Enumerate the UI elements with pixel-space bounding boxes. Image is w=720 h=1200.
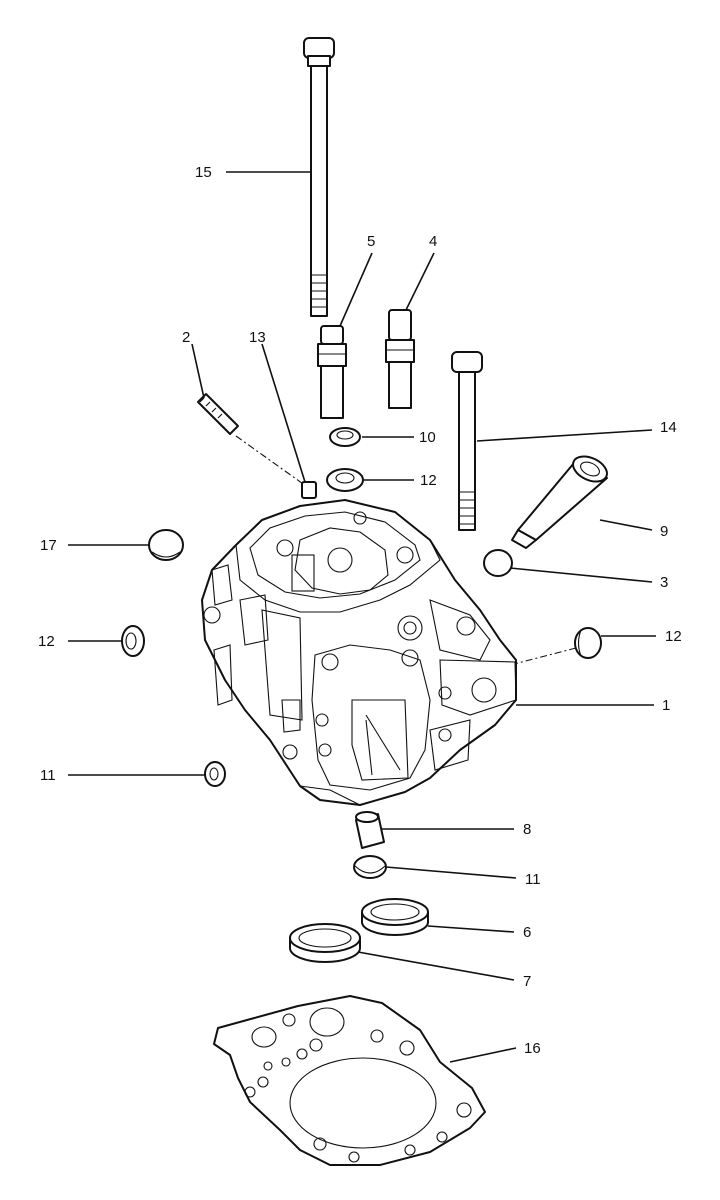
label-17: 17 xyxy=(40,537,57,554)
label-2: 2 xyxy=(182,329,190,346)
part-4-valve-guide xyxy=(385,309,415,409)
label-9: 9 xyxy=(660,523,668,540)
part-12-ring-left xyxy=(121,625,145,657)
part-3-plug xyxy=(483,549,513,577)
label-1: 1 xyxy=(662,697,670,714)
label-14: 14 xyxy=(660,419,677,436)
label-12-right: 12 xyxy=(665,628,682,645)
label-8: 8 xyxy=(523,821,531,838)
part-13-dowel xyxy=(301,481,317,499)
label-7: 7 xyxy=(523,973,531,990)
part-14-short-bolt xyxy=(451,351,483,531)
part-12-seal-ring-upper xyxy=(326,468,364,492)
part-15-long-bolt xyxy=(303,37,335,317)
part-12-plug-right xyxy=(574,627,602,659)
part-17-cap xyxy=(148,529,184,561)
label-10: 10 xyxy=(419,429,436,446)
label-12-upper: 12 xyxy=(420,472,437,489)
label-11-lower: 11 xyxy=(525,871,541,888)
label-3: 3 xyxy=(660,574,668,591)
part-2-stud xyxy=(197,393,239,435)
part-8-nozzle xyxy=(355,811,385,849)
label-13: 13 xyxy=(249,329,266,346)
label-11-left: 11 xyxy=(40,767,56,784)
leader-lines xyxy=(68,171,656,1063)
part-1-cylinder-head xyxy=(201,499,517,806)
part-16-head-gasket xyxy=(213,995,486,1166)
part-11-ring-lower xyxy=(353,855,387,879)
label-4: 4 xyxy=(429,233,437,250)
label-5: 5 xyxy=(367,233,375,250)
label-12-left: 12 xyxy=(38,633,55,650)
label-6: 6 xyxy=(523,924,531,941)
part-9-injector-sleeve xyxy=(511,455,608,549)
label-16: 16 xyxy=(524,1040,541,1057)
label-15: 15 xyxy=(195,164,212,181)
part-11-ring-left xyxy=(204,761,226,787)
part-10-seal-ring xyxy=(329,427,361,447)
part-7-seal-ring xyxy=(289,923,361,963)
part-6-seal-ring xyxy=(361,898,429,936)
part-5-valve-guide xyxy=(317,325,347,419)
part-labels: 15 5 4 2 13 10 12 14 9 3 17 12 12 1 11 8… xyxy=(38,164,682,1057)
